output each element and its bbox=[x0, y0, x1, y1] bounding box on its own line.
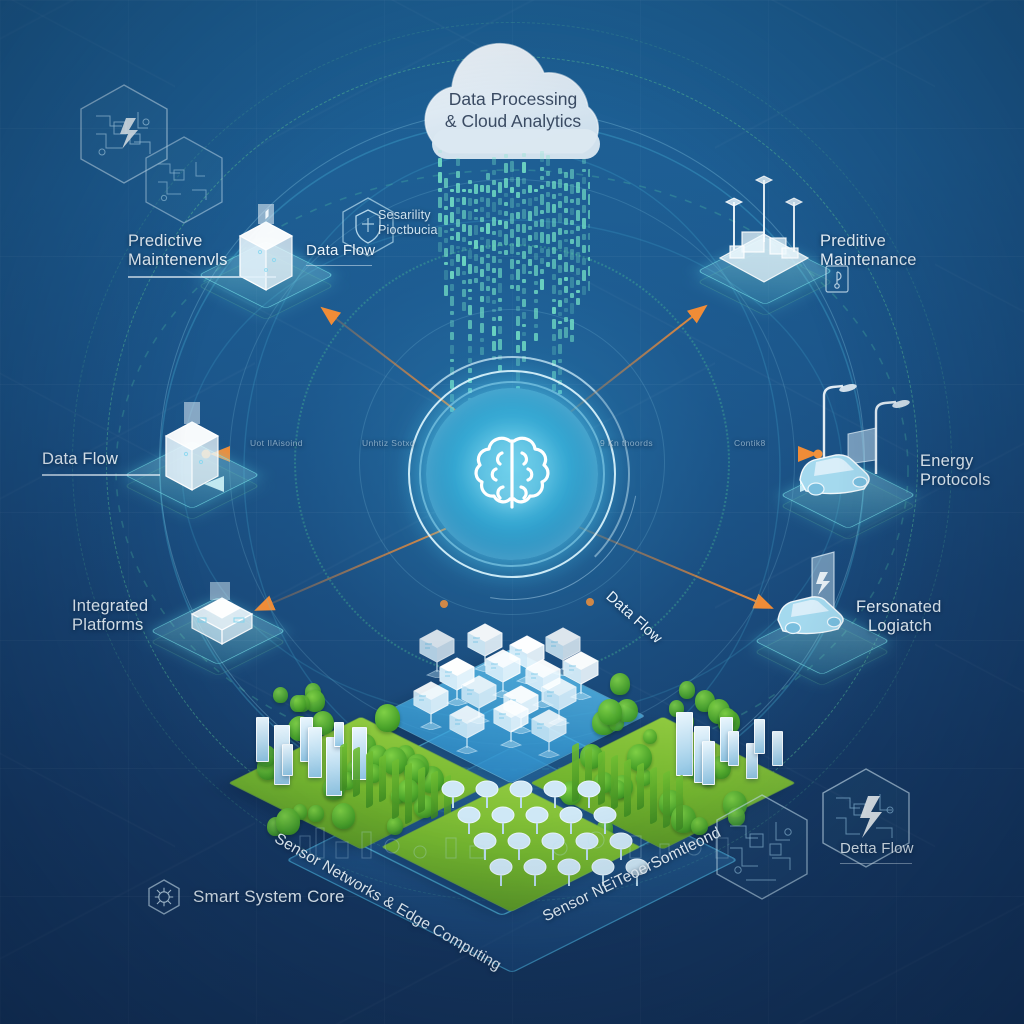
brain-icon bbox=[474, 436, 550, 509]
tile-south-detail bbox=[420, 768, 649, 908]
node-top-right-label-line1: Preditive bbox=[820, 232, 886, 250]
circuit-hex-badge-bottom[interactable] bbox=[712, 792, 812, 902]
device-stack-icon bbox=[190, 582, 254, 645]
node-mid-right-label-line2: Protocols bbox=[920, 471, 991, 489]
circuit-hex-badge-top2[interactable] bbox=[142, 134, 226, 226]
node-bottom-right-label: Fersonated Logiatch bbox=[856, 598, 1006, 637]
node-bottom-right-label-line1: Fersonated bbox=[856, 598, 941, 616]
server-tower-icon bbox=[164, 402, 220, 492]
node-top-left-label-line1: Predictive bbox=[128, 232, 202, 250]
node-top-right-label-line2: Maintenance bbox=[820, 251, 917, 269]
smart-system-core-label: Smart System Core bbox=[193, 887, 345, 907]
node-mid-left-underline bbox=[42, 474, 160, 477]
core-outer-arc bbox=[394, 356, 630, 592]
cloud-icon bbox=[424, 42, 600, 159]
circuit-lines-icon bbox=[158, 162, 207, 202]
node-top-right[interactable] bbox=[690, 175, 840, 326]
smart-system-core-badge[interactable]: Smart System Core bbox=[146, 878, 345, 916]
axis-micro-label-3: 9 Kn thoords bbox=[600, 438, 653, 448]
detta-flow-label-text: Detta Flow bbox=[840, 840, 914, 857]
security-badge-label: Sesarility Pioctbucia bbox=[378, 208, 488, 238]
detta-flow-hex-badge[interactable] bbox=[818, 766, 914, 870]
gauge-mini-icon bbox=[825, 265, 849, 293]
detta-flow-label: Detta Flow bbox=[840, 840, 960, 865]
shield-icon bbox=[355, 209, 381, 244]
node-top-right-label: Preditive Maintenance bbox=[820, 232, 970, 271]
data-stream-rain bbox=[438, 150, 590, 450]
cloud-label: Data Processing & Cloud Analytics bbox=[388, 88, 638, 133]
data-flow-upper-underline bbox=[306, 264, 372, 267]
security-badge-label-line2: Pioctbucia bbox=[378, 223, 438, 237]
circuit-lines-icon bbox=[96, 112, 151, 156]
data-flow-label-upper: Data Flow bbox=[306, 242, 416, 267]
node-top-left-underline bbox=[128, 275, 276, 278]
security-shield-badge[interactable] bbox=[340, 196, 396, 258]
node-bottom-left-label: Integrated Platforms bbox=[72, 597, 222, 636]
axis-micro-label-4: Contik8 bbox=[734, 438, 766, 448]
node-mid-right-label: Energy Protocols bbox=[920, 452, 1024, 491]
bolt-icon bbox=[120, 118, 138, 149]
cloud-label-line1: Data Processing bbox=[388, 88, 638, 110]
cloud-node[interactable]: Data Processing & Cloud Analytics bbox=[388, 33, 638, 173]
tile-east-detail bbox=[556, 672, 786, 862]
node-bottom-left-label-line2: Platforms bbox=[72, 616, 143, 634]
node-mid-left-label-line1: Data Flow bbox=[42, 450, 118, 468]
network-hex-icon bbox=[148, 879, 180, 915]
security-badge-label-line1: Sesarility bbox=[378, 208, 431, 222]
street-lamp-car-icon bbox=[799, 384, 910, 496]
bolt-icon bbox=[860, 796, 882, 838]
axis-micro-label-1: Uot IlAisoind bbox=[250, 438, 303, 448]
node-top-left-label: Predictive Maintenenvls bbox=[128, 232, 278, 278]
tile-west-detail bbox=[252, 672, 482, 862]
data-flow-label-upper-text: Data Flow bbox=[306, 242, 375, 259]
ev-charger-car-icon bbox=[777, 551, 844, 635]
node-bottom-right[interactable] bbox=[752, 551, 892, 696]
core-ring-inner bbox=[419, 381, 605, 567]
node-mid-left[interactable] bbox=[122, 400, 262, 530]
node-top-left-label-line2: Maintenenvls bbox=[128, 251, 228, 269]
node-bottom-left[interactable] bbox=[148, 556, 288, 686]
core-ring-outer bbox=[408, 370, 616, 578]
circuit-lines-icon bbox=[730, 822, 792, 881]
node-mid-right[interactable] bbox=[778, 384, 918, 550]
core-disc bbox=[426, 388, 598, 560]
axis-micro-label-2: Unhtiz Sotxd bbox=[362, 438, 415, 448]
node-bottom-left-label-line1: Integrated bbox=[72, 597, 148, 615]
factory-icon bbox=[718, 175, 810, 283]
node-mid-left-label: Data Flow bbox=[42, 450, 172, 477]
node-bottom-right-label-line2: Logiatch bbox=[856, 617, 932, 635]
server-rack-cluster bbox=[400, 620, 630, 780]
cloud-label-line2: & Cloud Analytics bbox=[388, 110, 638, 132]
smart-system-core-node[interactable] bbox=[336, 298, 688, 650]
detta-flow-underline bbox=[840, 862, 912, 865]
node-mid-right-label-line1: Energy bbox=[920, 452, 973, 470]
